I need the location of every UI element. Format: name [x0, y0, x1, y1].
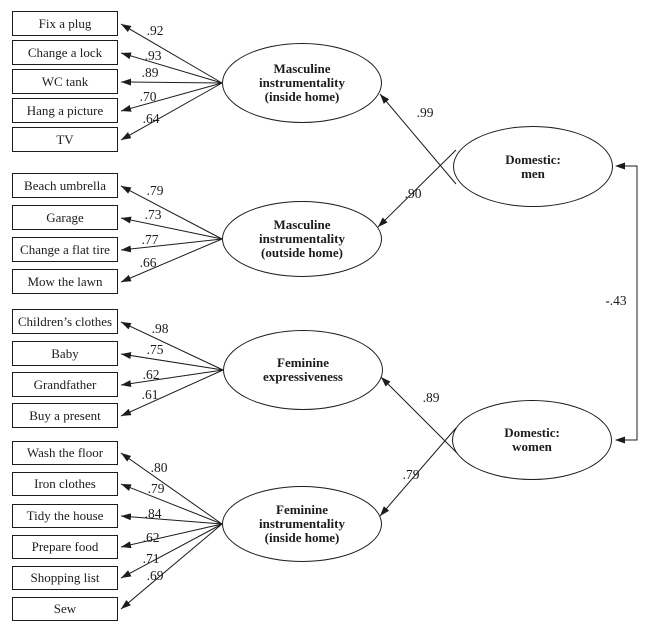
- loading-arrow: [120, 369, 224, 417]
- loading-value: .79: [146, 183, 164, 198]
- latent-ellipse-feminine-instrumentality-inside: Feminine instrumentality (inside home): [222, 486, 382, 562]
- latent-label-line: (outside home): [261, 245, 343, 260]
- indicator-box-buy-a-present: Buy a present: [12, 403, 118, 428]
- loading-arrow: [120, 78, 223, 86]
- latent-ellipse-masculine-instrumentality-inside: Masculine instrumentality (inside home): [222, 43, 382, 123]
- indicator-box-garage: Garage: [12, 205, 118, 230]
- loading-value: .66: [139, 255, 157, 270]
- correlation-connector: [616, 165, 638, 441]
- indicator-box-fix-a-plug: Fix a plug: [12, 11, 118, 36]
- structural-path-men-inside: [379, 93, 457, 185]
- indicator-box-shopping-list: Shopping list: [12, 566, 118, 590]
- latent-ellipse-domestic-women: Domestic: women: [452, 400, 612, 480]
- indicator-box-sew: Sew: [12, 597, 118, 621]
- latent-label-line: Domestic:: [505, 151, 561, 167]
- loading-value: .62: [142, 530, 160, 545]
- indicator-box-prepare-food: Prepare food: [12, 535, 118, 559]
- structural-path-women-express: [380, 376, 458, 454]
- path-value-women-express: .89: [422, 390, 440, 405]
- indicator-box-wc-tank: WC tank: [12, 69, 118, 94]
- loading-arrow: [120, 238, 223, 253]
- indicator-box-hang-a-picture: Hang a picture: [12, 98, 118, 123]
- loading-arrow: [120, 185, 223, 240]
- latent-label-line: Feminine: [277, 355, 329, 370]
- structural-path-women-instrum: [379, 427, 457, 517]
- loading-arrow: [120, 369, 224, 388]
- latent-label-line: Domestic:: [504, 425, 560, 440]
- loading-value: .80: [150, 460, 168, 475]
- loading-arrow: [120, 352, 224, 371]
- loading-arrow: [120, 321, 224, 371]
- loading-value: .79: [147, 481, 165, 496]
- latent-label-line: instrumentality: [259, 231, 345, 246]
- loading-value: .98: [151, 321, 169, 336]
- latent-label-line: (inside home): [264, 89, 340, 104]
- loading-value: .69: [146, 568, 164, 583]
- structural-path-men-outside: [377, 149, 457, 228]
- latent-ellipse-domestic-men: Domestic: men: [453, 126, 613, 207]
- loading-value: .93: [144, 48, 162, 63]
- latent-label-line: expressiveness: [263, 369, 343, 384]
- loading-arrow: [120, 238, 223, 283]
- latent-label-line: Feminine: [276, 502, 328, 517]
- indicator-box-tv: TV: [12, 127, 118, 152]
- path-value-men-inside: .99: [416, 105, 434, 120]
- latent-ellipse-feminine-expressiveness: Feminine expressiveness: [223, 330, 383, 410]
- loading-value: .75: [146, 342, 164, 357]
- indicator-box-wash-the-floor: Wash the floor: [12, 441, 118, 465]
- loading-arrow: [120, 483, 223, 525]
- path-value-men-outside: .90: [404, 186, 422, 201]
- loading-value: .73: [144, 207, 162, 222]
- loading-arrow: [120, 82, 223, 141]
- loading-arrow: [120, 52, 223, 84]
- indicator-box-mow-the-lawn: Mow the lawn: [12, 269, 118, 294]
- loading-arrow: [120, 523, 223, 549]
- loading-arrow: [120, 523, 223, 579]
- loading-arrow: [120, 82, 223, 112]
- latent-label-line: men: [521, 165, 545, 181]
- indicator-box-iron-clothes: Iron clothes: [12, 472, 118, 496]
- indicator-box-beach-umbrella: Beach umbrella: [12, 173, 118, 198]
- loading-arrow: [120, 23, 223, 84]
- latent-ellipse-masculine-instrumentality-outside: Masculine instrumentality (outside home): [222, 201, 382, 277]
- loading-value: .64: [142, 111, 160, 126]
- latent-label-line: instrumentality: [259, 516, 345, 531]
- indicator-box-change-a-lock: Change a lock: [12, 40, 118, 65]
- loading-value: .77: [141, 232, 159, 247]
- loading-value: .70: [139, 89, 157, 104]
- correlation-value: -.43: [605, 293, 627, 308]
- latent-label-line: Masculine: [273, 61, 331, 76]
- indicator-box-childrens-clothes: Children’s clothes: [12, 309, 118, 334]
- loading-value: .89: [141, 65, 159, 80]
- correlation-arrowhead-bottom: [615, 436, 625, 444]
- path-value-women-instrum: .79: [402, 467, 420, 482]
- loading-value: .62: [142, 367, 160, 382]
- loading-arrow: [120, 216, 223, 240]
- loading-arrow: [120, 452, 223, 525]
- latent-label-line: (inside home): [264, 530, 340, 545]
- latent-label-line: Masculine: [273, 217, 331, 232]
- indicator-box-baby: Baby: [12, 341, 118, 366]
- loading-value: .61: [141, 387, 159, 402]
- indicator-box-grandfather: Grandfather: [12, 372, 118, 397]
- latent-label-line: instrumentality: [259, 75, 345, 90]
- loading-value: .92: [146, 23, 164, 38]
- correlation-arrowhead-top: [615, 162, 625, 170]
- indicator-box-tidy-the-house: Tidy the house: [12, 504, 118, 528]
- loading-value: .84: [144, 506, 162, 521]
- latent-label-line: women: [512, 439, 552, 454]
- indicator-box-change-a-flat-tire: Change a flat tire: [12, 237, 118, 262]
- loading-value: .71: [142, 551, 160, 566]
- loading-arrow: [120, 513, 223, 525]
- loading-arrow: [120, 523, 223, 610]
